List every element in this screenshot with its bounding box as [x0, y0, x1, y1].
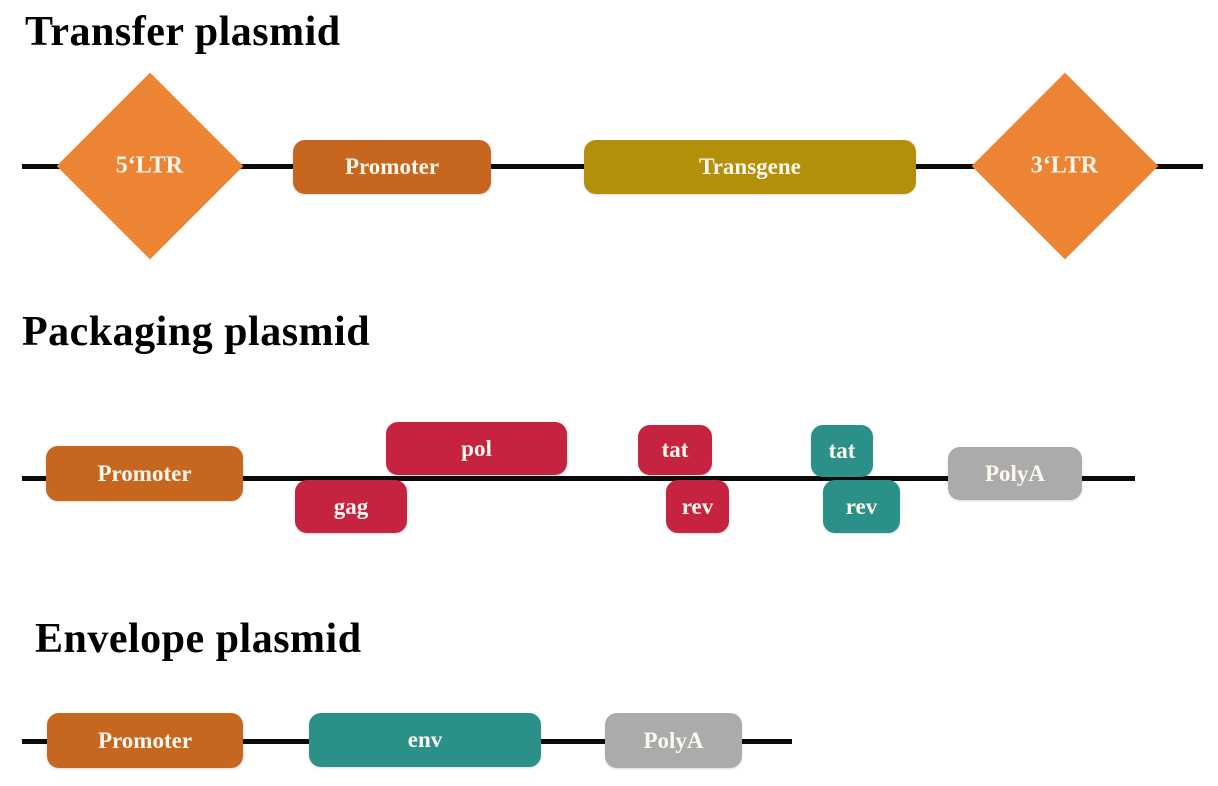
gag-label: gag	[333, 493, 369, 519]
envelope-polya-label: PolyA	[643, 727, 704, 753]
packaging-plasmid-title: Packaging plasmid	[22, 309, 371, 355]
gag-box: gag	[295, 480, 407, 533]
env-label: env	[407, 727, 443, 752]
transfer-promoter-box: Promoter	[293, 140, 491, 194]
rev-box-teal: rev	[823, 480, 900, 533]
ltr3-label: 3‘LTR	[1031, 152, 1099, 179]
transgene-box: Transgene	[584, 140, 916, 194]
envelope-polya-box: PolyA	[605, 713, 742, 768]
packaging-polya-box: PolyA	[948, 447, 1082, 500]
rev-red-label: rev	[681, 493, 714, 519]
tat-box-teal: tat	[811, 425, 873, 477]
tat-teal-label: tat	[828, 438, 856, 463]
transfer-promoter-label: Promoter	[344, 154, 440, 179]
packaging-promoter-box: Promoter	[46, 446, 243, 501]
env-box: env	[309, 713, 541, 767]
transfer-plasmid-title: Transfer plasmid	[25, 9, 341, 55]
rev-box-red: rev	[666, 480, 729, 533]
ltr3-diamond: 3‘LTR	[971, 72, 1159, 260]
pol-label: pol	[461, 435, 492, 461]
transgene-label: Transgene	[699, 154, 801, 179]
ltr5-label: 5‘LTR	[116, 152, 184, 179]
tat-red-label: tat	[661, 437, 689, 462]
packaging-polya-label: PolyA	[984, 460, 1046, 486]
envelope-plasmid-title: Envelope plasmid	[35, 616, 362, 662]
envelope-promoter-box: Promoter	[47, 713, 243, 768]
pol-box: pol	[386, 422, 567, 475]
packaging-backbone-line	[22, 476, 1135, 481]
tat-box-red: tat	[638, 425, 712, 475]
ltr5-diamond: 5‘LTR	[56, 72, 244, 260]
envelope-promoter-label: Promoter	[97, 727, 193, 753]
rev-teal-label: rev	[845, 493, 878, 519]
packaging-promoter-label: Promoter	[97, 460, 192, 486]
